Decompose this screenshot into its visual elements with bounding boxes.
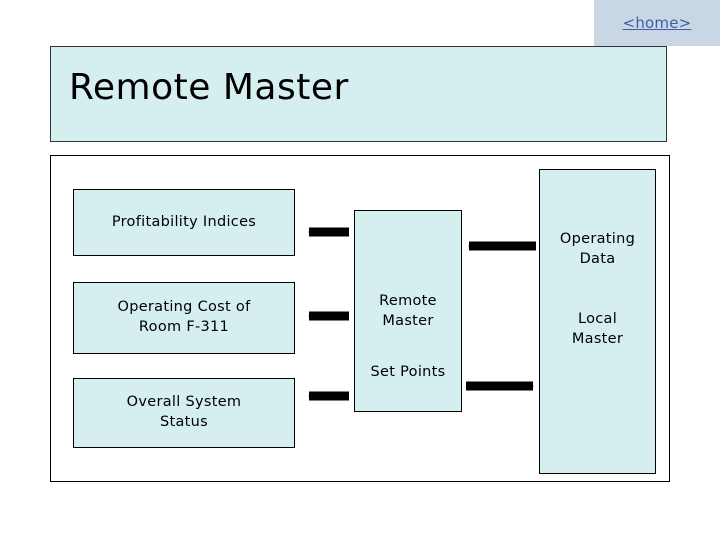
node-label: Local Master: [540, 310, 655, 349]
home-link[interactable]: <home>: [622, 14, 692, 32]
edge-label-line1: Operating: [559, 231, 636, 247]
node-label-line1: Overall System: [126, 394, 242, 411]
node-remote-master: Remote Master Set Points: [354, 210, 462, 412]
node-label: Overall System Status: [127, 393, 242, 432]
node-label-line2: Status: [159, 414, 208, 430]
node-label-line1: Remote: [379, 293, 437, 309]
edge-label-line2: Data: [579, 250, 616, 267]
node-label: Remote Master: [355, 292, 461, 331]
home-bar: <home>: [594, 0, 720, 46]
edge-label-set-points: Set Points: [370, 364, 446, 380]
node-overall-system-status: Overall System Status: [73, 378, 295, 448]
node-label-line1: Operating Cost of: [117, 299, 251, 316]
node-operating-cost: Operating Cost of Room F-311: [73, 282, 295, 354]
diagram-frame: Profitability Indices Operating Cost of …: [50, 155, 670, 482]
node-label-line2: Room F-311: [138, 319, 230, 335]
node-label-line1: Local: [577, 311, 618, 327]
node-local-master: Operating Data Local Master: [539, 169, 656, 474]
node-label-line2: Master: [382, 312, 434, 329]
title-panel: Remote Master: [50, 46, 667, 142]
node-label: Profitability Indices: [111, 213, 257, 230]
edge-label-operating-data: Operating Data: [540, 230, 655, 269]
page-title: Remote Master: [69, 67, 349, 108]
node-label: Operating Cost of Room F-311: [117, 298, 250, 337]
node-label-line2: Master: [571, 330, 624, 347]
node-profitability-indices: Profitability Indices: [73, 189, 295, 256]
